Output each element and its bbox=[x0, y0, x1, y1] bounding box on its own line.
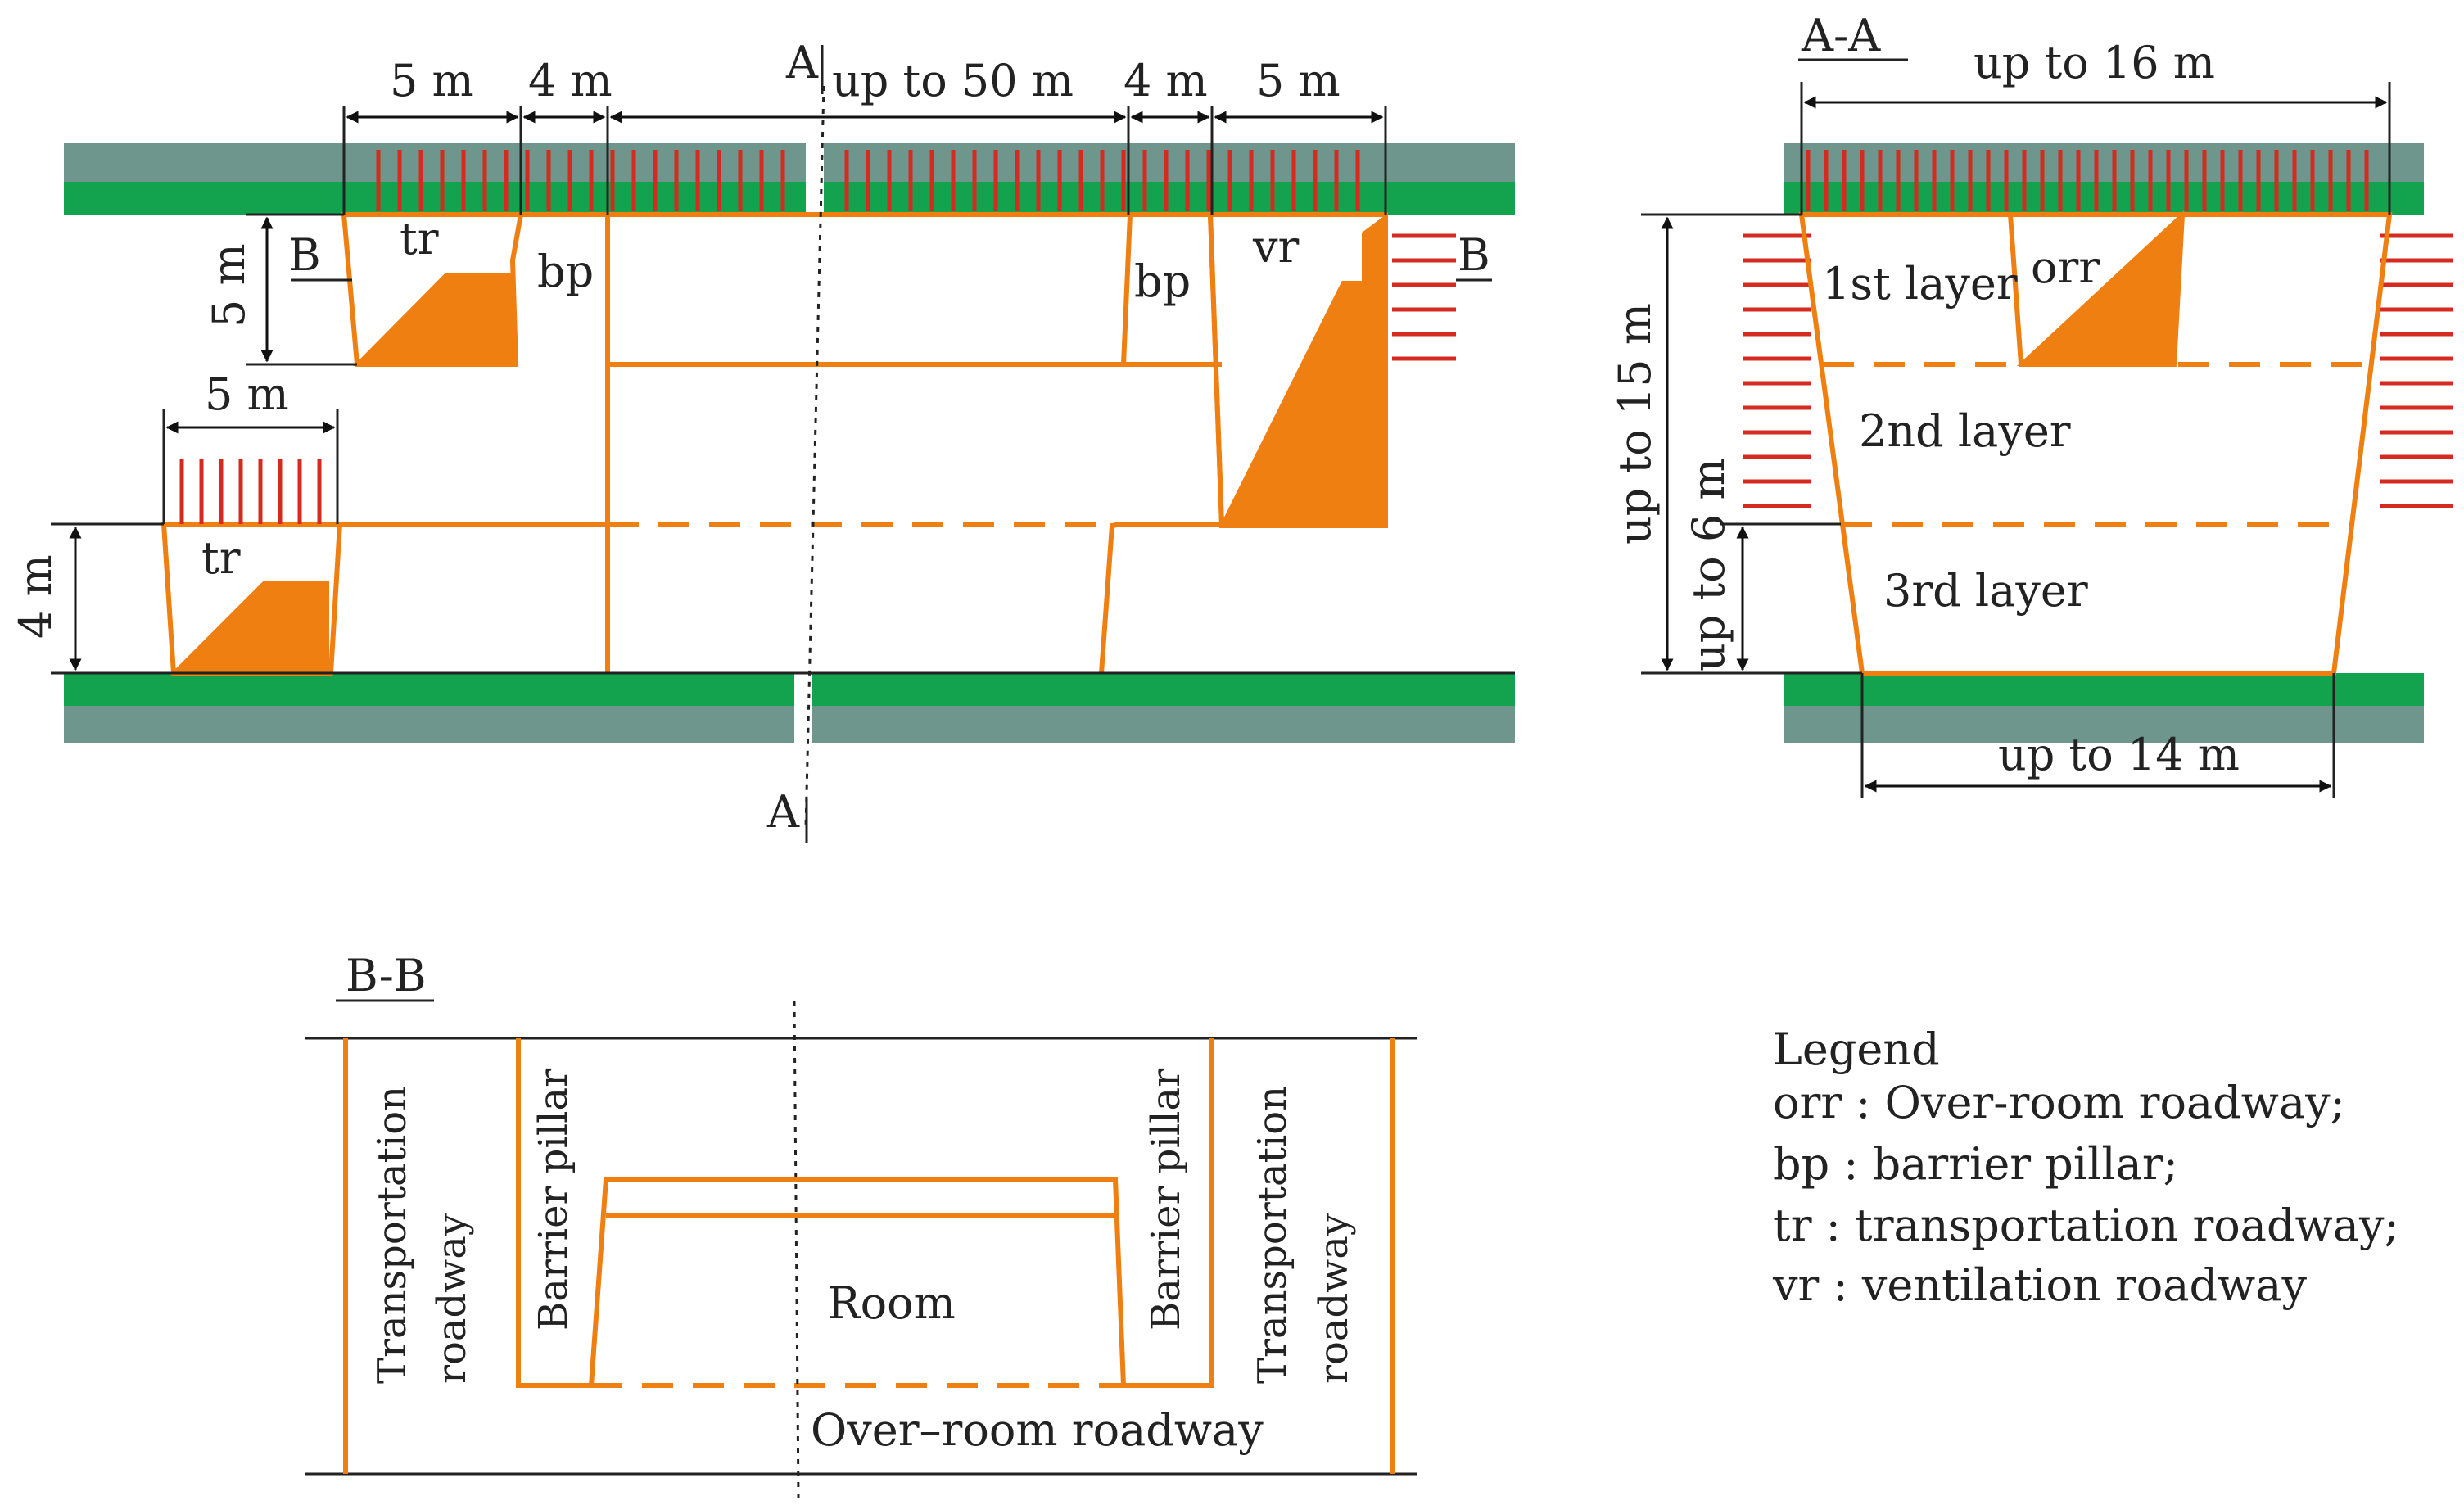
bb-transport-left-2: roadway bbox=[429, 1213, 475, 1384]
dim-tr-lower-width: 5 m bbox=[205, 368, 289, 420]
dim-5m-vertical: 5 m bbox=[203, 243, 255, 328]
section-b-label-right: B bbox=[1458, 229, 1490, 281]
bb-section-line bbox=[793, 1000, 800, 1499]
roof-rock-band bbox=[64, 143, 1515, 183]
dim-up-to-50m: up to 50 m bbox=[832, 55, 1074, 106]
dim-4m-vertical: 4 m bbox=[10, 554, 61, 639]
aa-bottom-width: up to 14 m bbox=[1998, 729, 2240, 780]
aa-layer-1: 1st layer bbox=[1822, 258, 2018, 310]
section-a-gap-top bbox=[806, 141, 824, 218]
vr-fill bbox=[1218, 214, 1387, 527]
section-line-a bbox=[804, 85, 825, 828]
label-tr-upper: tr bbox=[400, 213, 439, 264]
roof-bolts bbox=[376, 150, 1360, 211]
dim-4m-right: 4 m bbox=[1123, 55, 1208, 106]
legend-item-vr: vr : ventilation roadway bbox=[1772, 1259, 2307, 1311]
tr-lower-bolts bbox=[179, 459, 322, 524]
bp-right-bottom bbox=[1099, 522, 1123, 674]
aa-orr-fill bbox=[2016, 210, 2185, 366]
floor-rock-band bbox=[64, 706, 1515, 743]
bb-barrier-left: Barrier pillar bbox=[531, 1069, 576, 1331]
legend: Legend orr : Over-room roadway; bp : bar… bbox=[1772, 1024, 2399, 1311]
roof-coal-band bbox=[64, 182, 1515, 215]
tr-lower-fill bbox=[170, 581, 329, 675]
section-aa-title: A-A bbox=[1801, 10, 1881, 61]
label-vr: vr bbox=[1252, 221, 1300, 273]
section-a-gap-bottom bbox=[794, 670, 812, 747]
floor-coal-band bbox=[64, 673, 1515, 706]
aa-top-width: up to 16 m bbox=[1973, 37, 2215, 88]
bb-over-room: Over–room roadway bbox=[811, 1404, 1264, 1456]
section-b-label-left: B bbox=[288, 229, 321, 281]
dim-5m-right: 5 m bbox=[1256, 55, 1341, 106]
section-a-label-bottom: A bbox=[766, 786, 800, 838]
bp-right-edge-1 bbox=[1121, 214, 1133, 365]
aa-layer-2: 2nd layer bbox=[1859, 405, 2071, 457]
aa-layer-3: 3rd layer bbox=[1883, 565, 2088, 617]
aa-floor-coal bbox=[1784, 673, 2424, 706]
aa-height: up to 15 m bbox=[1609, 303, 1661, 545]
label-bp-right: bp bbox=[1134, 255, 1191, 307]
bb-room-outline bbox=[589, 1177, 1126, 1386]
dim-5m-left: 5 m bbox=[390, 55, 474, 106]
legend-item-orr: orr : Over-room roadway; bbox=[1773, 1077, 2345, 1128]
aa-roof-bolts bbox=[1806, 150, 2369, 211]
legend-item-bp: bp : barrier pillar; bbox=[1773, 1138, 2178, 1190]
bb-transport-left-1: Transportation bbox=[369, 1086, 415, 1384]
aa-floor-rock bbox=[1784, 706, 2424, 743]
section-bb-title: B-B bbox=[346, 950, 427, 1001]
legend-title: Legend bbox=[1773, 1024, 1940, 1075]
aa-orr: orr bbox=[2031, 242, 2100, 293]
b-side-bolts bbox=[1392, 233, 1456, 361]
bb-barrier-right: Barrier pillar bbox=[1143, 1069, 1189, 1331]
label-bp-left: bp bbox=[537, 246, 594, 297]
aa-roof-coal bbox=[1784, 182, 2424, 215]
bb-transport-right-2: roadway bbox=[1311, 1213, 1357, 1384]
legend-item-tr: tr : transportation roadway; bbox=[1773, 1200, 2399, 1251]
section-aa: A-A up to 16 m up to 14 m up to 15 m up … bbox=[1609, 10, 2453, 798]
aa-side-bolts bbox=[1743, 233, 2453, 508]
section-bb: B-B Transportation roadway Barrier pilla… bbox=[305, 950, 1417, 1499]
label-tr-lower: tr bbox=[201, 532, 241, 584]
tr-upper-fill bbox=[353, 273, 517, 366]
bb-bp-left bbox=[516, 1038, 591, 1388]
aa-lower-height: up to 6 m bbox=[1683, 458, 1734, 671]
bb-transport-right-1: Transportation bbox=[1250, 1086, 1295, 1384]
plan-view: 5 m 4 m up to 50 m 4 m 5 m A A B B tr bp… bbox=[10, 37, 1515, 843]
aa-roof-rock bbox=[1784, 143, 2424, 183]
bb-bp-right bbox=[1123, 1038, 1214, 1388]
bb-room: Room bbox=[827, 1277, 956, 1329]
dim-4m-left: 4 m bbox=[528, 55, 613, 106]
section-a-label-top: A bbox=[785, 37, 819, 88]
plan-dimensions bbox=[51, 106, 1492, 675]
